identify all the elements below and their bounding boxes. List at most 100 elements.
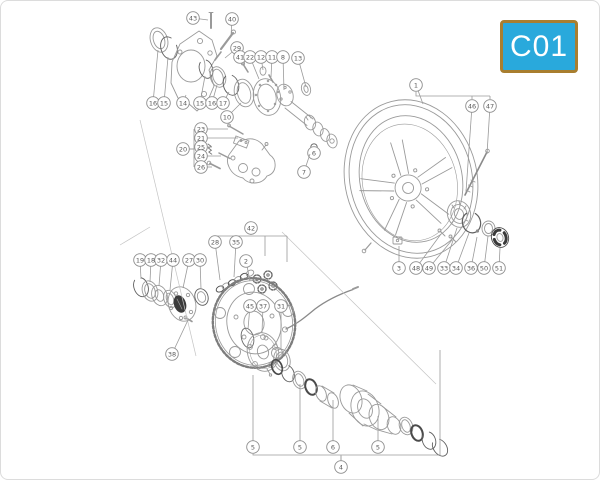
callout-circle-5 [293,440,307,454]
axle-rod [464,148,490,196]
callout-number: 48 [412,264,420,272]
callout-circle-17 [216,96,230,110]
wheel-axle [276,82,338,151]
hub-seals [133,276,177,309]
sprocket-flange [246,332,280,377]
cush-dampers [252,270,278,294]
caliper-bracket-plate [170,30,218,112]
callout-circle-31 [274,299,288,313]
callout-number: 5 [376,443,380,451]
callout-number: 40 [228,15,236,23]
callout-number: 12 [257,53,265,61]
callout-number: 41 [236,53,244,61]
callout-number: 6 [331,443,335,451]
callout-number: 33 [440,264,448,272]
callout-number: 28 [211,238,219,246]
callout-number: 42 [247,224,255,232]
callout-leader [465,105,473,193]
callout-number: 51 [495,264,503,272]
callout-circle-2 [239,254,253,268]
rear-sprocket [211,276,297,370]
callout-number: 18 [147,256,155,264]
callout-circle-14 [176,96,190,110]
callout-number: 26 [197,163,205,171]
callout-number: 4 [339,463,343,471]
callout-circle-8 [276,50,290,64]
axle-end-rings [398,416,449,457]
pin [208,12,214,29]
callout-circle-37 [256,299,270,313]
callout-number: 45 [246,302,254,310]
callout-number: 44 [169,256,177,264]
callout-number: 34 [452,264,460,272]
callout-number: 13 [294,54,302,62]
callout-number: 15 [160,99,168,107]
callout-circle-10 [220,110,234,124]
circlip [160,36,178,60]
callout-circle-13 [291,51,305,65]
callout-circle-20 [176,142,190,156]
callout-circle-44 [166,253,180,267]
callout-leader [152,49,159,104]
rear-hub-body [339,384,402,435]
callout-number: 5 [298,443,302,451]
callout-number: 49 [425,264,433,272]
ghost-line [139,119,197,357]
ball [475,229,480,233]
callout-number: 2 [244,257,248,265]
callout-circle-30 [193,253,207,267]
balance-weight [392,236,403,245]
callout-circle-51 [492,261,506,275]
callout-number: 37 [259,302,267,310]
callout-circle-6 [307,146,321,160]
callout-number: 38 [168,350,176,358]
callout-number: 11 [268,53,276,61]
callout-number: 16 [208,99,216,107]
callout-circle-35 [229,235,243,249]
callout-number: 22 [246,53,254,61]
snap-ring [461,211,482,234]
callout-leader [486,105,491,155]
callout-number: 50 [480,264,488,272]
callout-circle-6 [326,440,340,454]
callout-circle-34 [449,261,463,275]
callout-number: 20 [179,145,187,153]
table-code-badge[interactable]: C01 [500,20,578,73]
callout-number: 6 [312,149,316,157]
seal-ring [149,27,169,53]
callout-circle-42 [244,221,258,235]
sealed-bearing [490,227,510,248]
callout-number: 36 [467,264,475,272]
callout-leader [163,56,169,104]
callout-number: 35 [232,238,240,246]
callout-circle-49 [422,261,436,275]
callout-circle-50 [477,261,491,275]
ghost-line [119,226,151,246]
callout-number: 16 [149,99,157,107]
callout-circle-47 [483,99,497,113]
ghost-line [281,231,437,385]
callout-circle-40 [225,12,239,26]
callout-number: 31 [277,302,285,310]
callout-circle-28 [208,235,222,249]
callout-number: 47 [486,102,494,110]
o-ring [240,327,255,349]
callout-circle-1 [409,78,423,92]
hub-ring [194,288,209,306]
callout-number: 30 [196,256,204,264]
callout-number: 7 [302,168,306,176]
brake-disc [252,78,282,116]
callout-circle-3 [392,261,406,275]
leader-bracket [252,350,441,456]
leader-bracket [415,92,490,97]
valve-stem [361,242,372,254]
callout-number: 8 [281,53,285,61]
callout-number: 14 [179,99,187,107]
callout-number: 32 [157,256,165,264]
callout-number: 1 [414,81,418,89]
callout-number: 10 [223,113,231,121]
callout-circle-46 [465,99,479,113]
callout-number: 17 [219,99,227,107]
